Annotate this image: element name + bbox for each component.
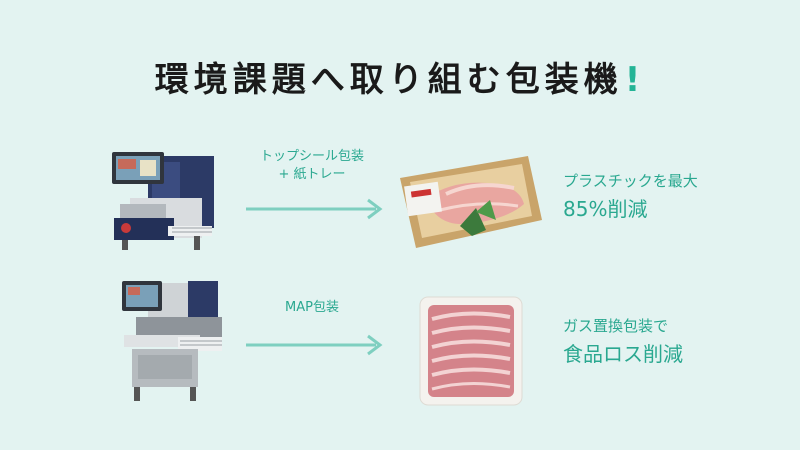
process-label-line-1: トップシール包装 [259,149,364,164]
right-arrow-icon [246,334,383,356]
row-top-seal: トップシール包装 + 紙トレー プラスチックを最大 85%削減 [0,140,800,260]
process-label-line-1: MAP包装 [285,300,339,315]
map-packaging-machine-image [122,281,222,401]
benefit-top-seal: プラスチックを最大 85%削減 [563,170,698,224]
map-tray-meat-image [419,296,523,406]
benefit-line-1: プラスチックを最大 [563,172,698,190]
paper-tray-meat-image [400,156,542,248]
benefit-line-1: ガス置換包装で [563,317,669,335]
exclamation-mark: ! [624,60,646,100]
row-map: MAP包装 ガス置換包装で 食品ロス削減 [0,275,800,415]
top-seal-machine-image [112,152,214,250]
process-label-top-seal: トップシール包装 + 紙トレー [232,148,392,184]
benefit-line-2: 食品ロス削減 [563,342,683,366]
page-title-text: 環境課題へ取り組む包装機 [154,60,623,100]
benefit-line-2: 85%削減 [563,197,648,221]
benefit-map: ガス置換包装で 食品ロス削減 [563,315,683,369]
right-arrow-icon [246,198,383,220]
page-title: 環境課題へ取り組む包装機! [0,52,800,101]
process-label-line-2: + 紙トレー [278,167,346,182]
process-label-map: MAP包装 [232,299,392,317]
